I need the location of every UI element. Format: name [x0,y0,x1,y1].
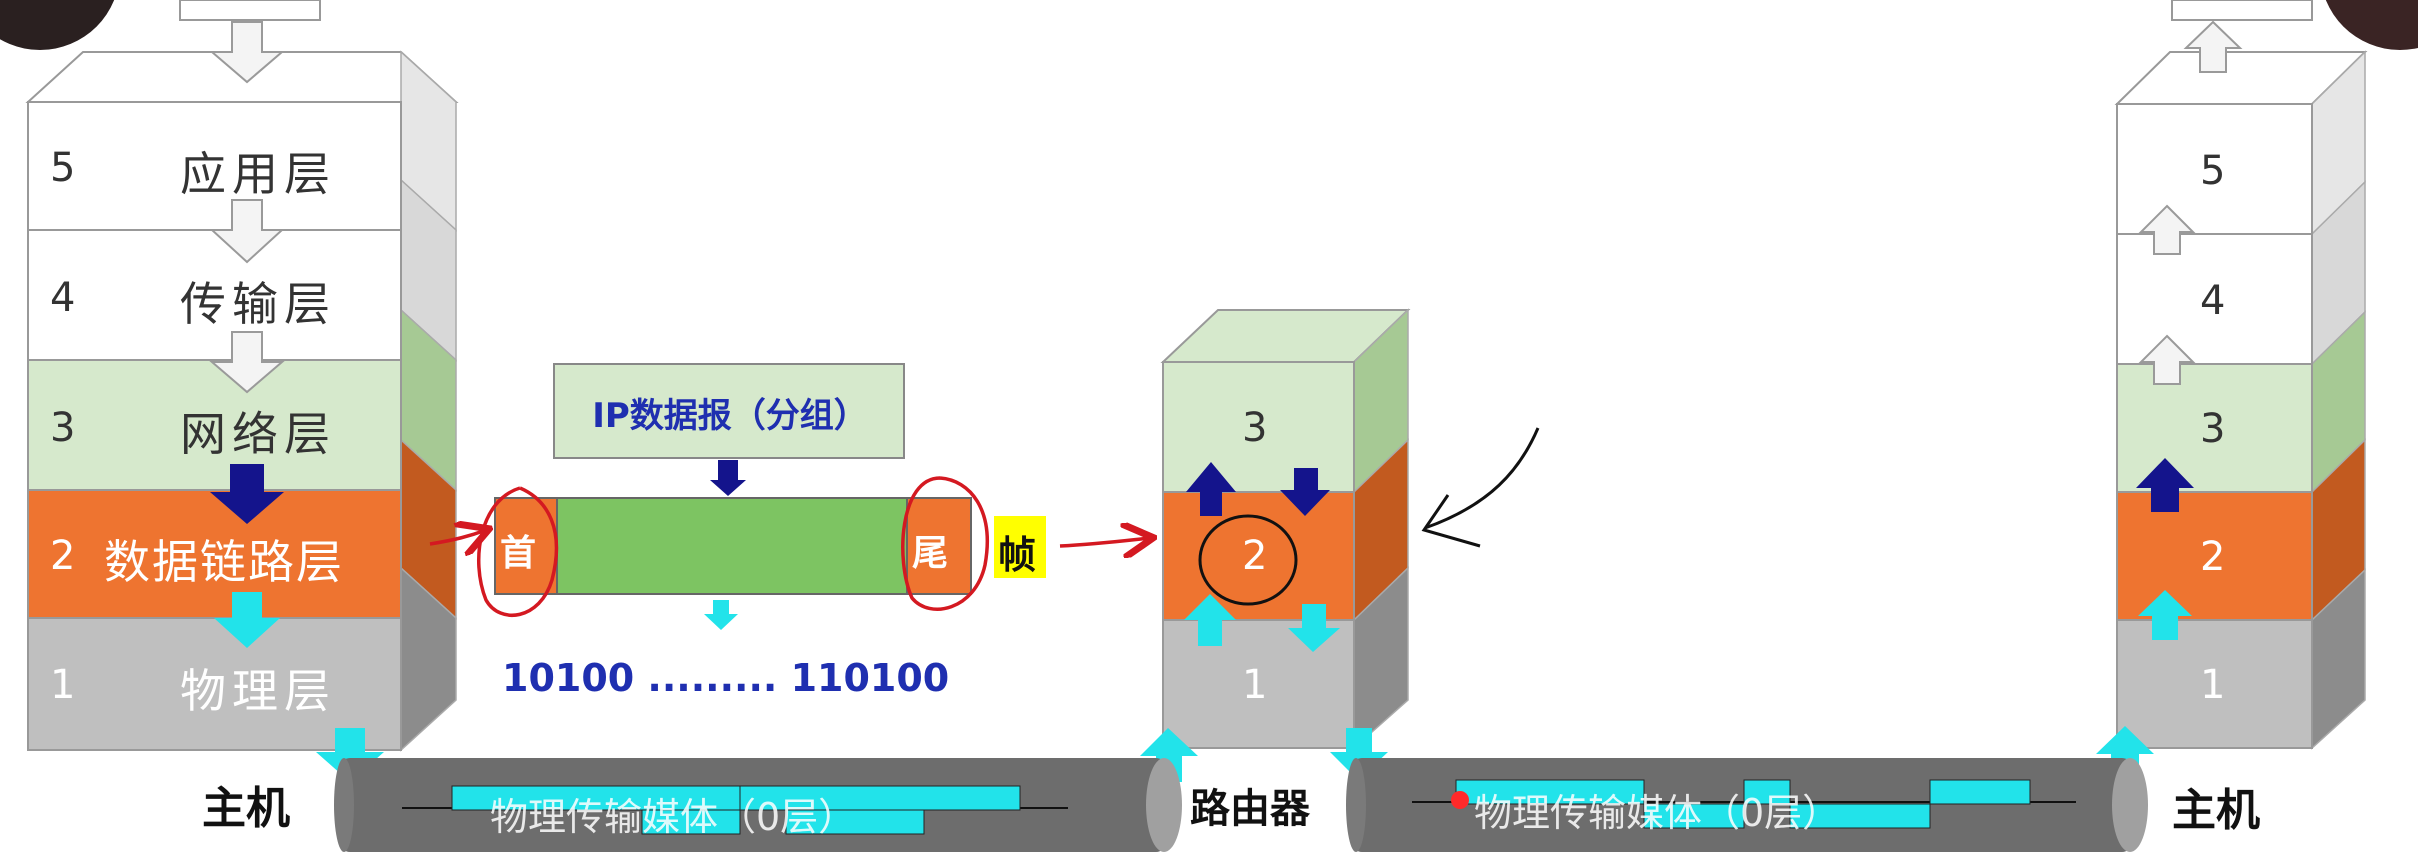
frame-header-label: 首 [500,533,537,574]
left-media-label: 物理传输媒体（0层） [490,795,857,839]
router-layer3-box [1162,361,1355,493]
layer2-number: 2 [50,533,76,579]
right-layer3-box [2116,363,2313,493]
layer3-number: 3 [50,405,76,451]
arrow-down-icon [1330,728,1388,780]
arrow-down-icon [1288,604,1340,652]
layer1-label: 物理层 [180,664,336,718]
input-box [179,0,321,21]
layer5-label: 应用层 [180,147,336,201]
right-layer2-box [2116,491,2313,621]
arrow-up-icon [2183,20,2243,73]
arrow-down-icon [704,600,738,630]
right-host-stack [2096,0,2368,780]
arrow-up-icon [2138,204,2196,255]
router-layer1-number: 1 [1242,662,1268,708]
layer3-box [27,359,402,491]
right-layer5-box [2116,103,2313,235]
right-layer1-number: 1 [2200,662,2226,708]
left-host-label: 主机 [202,783,290,834]
right-layer4-box [2116,233,2313,365]
layer4-number: 4 [50,275,76,321]
arrow-up-icon [1140,728,1198,782]
output-box [2171,0,2313,21]
ip-datagram-label: IP数据报（分组） [592,396,868,436]
right-layer1-box [2116,619,2313,749]
right-pipe [1346,758,2148,852]
arrow-up-icon [1186,462,1236,516]
router-stack [1140,308,1411,782]
arrow-up-icon [1184,594,1236,646]
right-layer4-number: 4 [2200,278,2226,324]
arrow-down-icon [209,331,285,394]
router-layer2-number: 2 [1242,533,1268,579]
layer3-label: 网络层 [180,407,336,461]
red-annotations [429,476,1150,617]
arrow-up-icon [2136,458,2194,512]
layer4-label: 传输层 [180,277,336,331]
right-layer5-number: 5 [2200,148,2226,194]
left-pipe [334,758,1182,852]
ip-datagram-box [553,363,905,459]
frame-trailer-box [906,497,972,595]
right-layer2-number: 2 [2200,534,2226,580]
arrow-down-icon [710,460,746,496]
frame-label: 帧 [998,533,1037,577]
router-layer3-number: 3 [1242,405,1268,451]
layer2-box [27,489,402,619]
arrow-up-icon [2138,334,2196,385]
arrow-down-icon [210,464,284,524]
arrow-down-icon [209,199,285,264]
right-host-label: 主机 [2172,785,2260,836]
layer1-number: 1 [50,662,76,708]
router-label: 路由器 [1190,786,1310,832]
router-layer2-box [1162,491,1355,621]
left-host-stack [25,0,459,782]
black-annotations [1198,427,1540,606]
frame-label-highlight [994,516,1046,578]
right-media-label: 物理传输媒体（0层） [1474,791,1841,835]
right-layer3-number: 3 [2200,406,2226,452]
bit-stream-label: 10100 ......... 110100 [502,656,950,700]
frame-payload-box [556,497,908,595]
laser-pointer-dot [1451,791,1469,809]
corner-decoration-left [0,0,115,50]
frame-trailer-label: 尾 [912,533,949,574]
layer5-number: 5 [50,145,76,191]
arrow-down-icon [209,21,285,84]
arrow-down-icon [316,728,384,782]
layer4-box [27,229,402,361]
arrow-up-icon [2096,726,2154,780]
arrow-down-icon [1280,468,1330,516]
layer2-label: 数据链路层 [104,535,344,589]
arrow-down-icon [214,592,280,648]
corner-decoration-right [2325,0,2418,50]
arrow-up-icon [2138,590,2192,640]
